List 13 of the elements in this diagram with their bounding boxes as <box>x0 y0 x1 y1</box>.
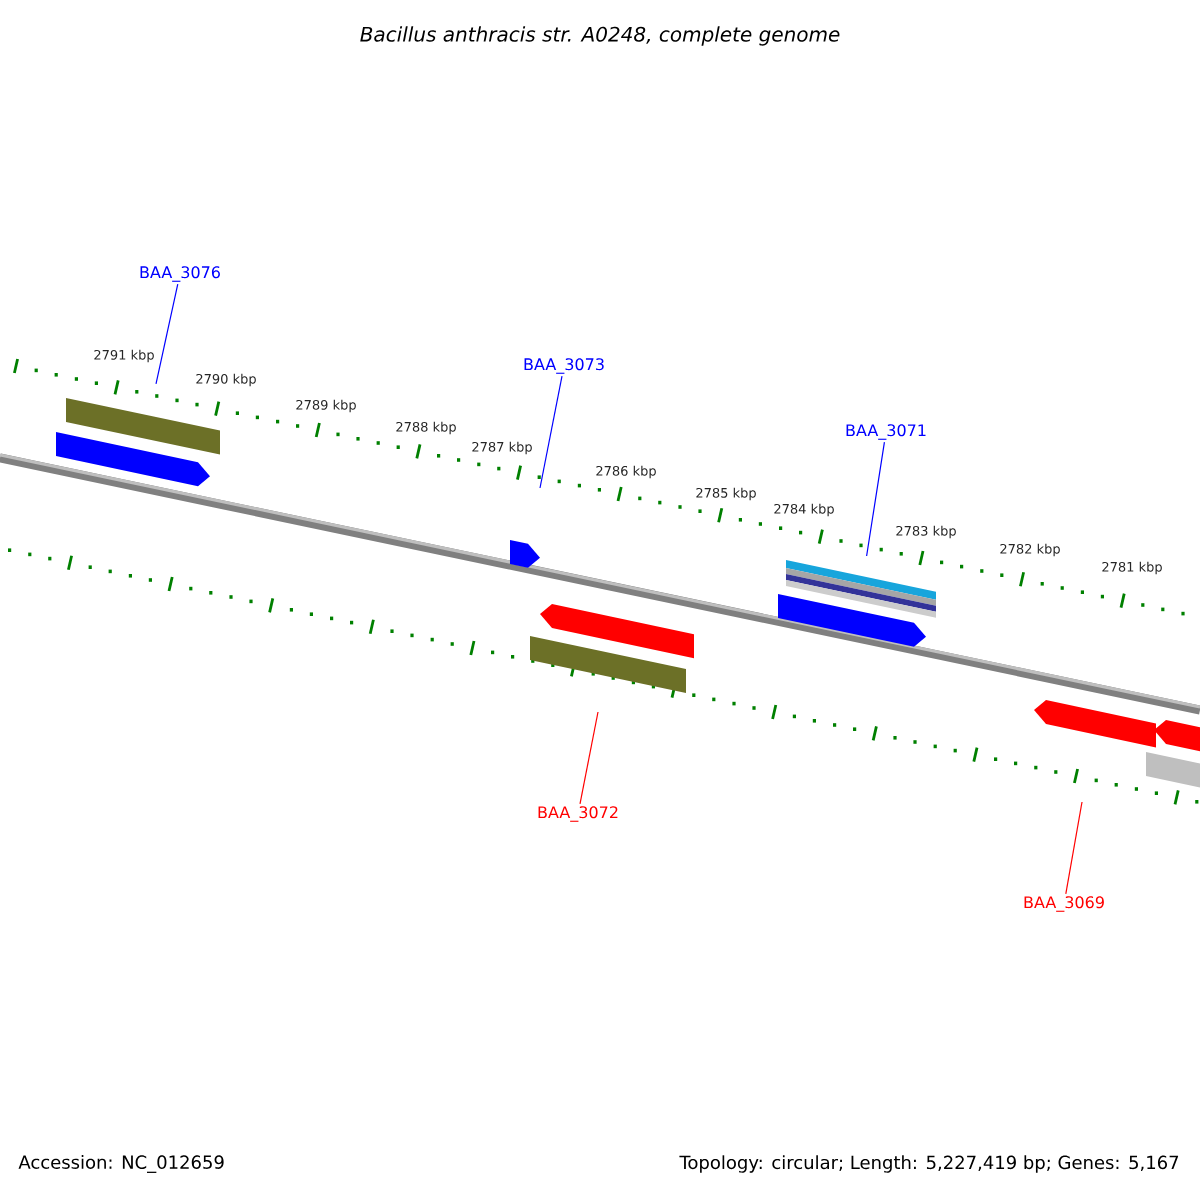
leader-line <box>155 283 179 385</box>
gene-label: BAA_3071 <box>846 424 926 440</box>
leader-line <box>579 711 599 805</box>
gene-label: BAA_3072 <box>538 806 618 822</box>
leader-line <box>1065 801 1083 895</box>
gene-label: BAA_3073 <box>524 358 604 374</box>
gene-label: BAA_3069 <box>1024 896 1104 912</box>
accession-label: Accession: NC_012659 <box>18 1155 224 1173</box>
leader-line <box>539 375 563 489</box>
gene-label: BAA_3076 <box>140 266 220 282</box>
genome-info-label: Topology: circular; Length: 5,227,419 bp; Genes: 5,167 <box>679 1155 1179 1173</box>
title: Bacillus anthracis str. A0248, complete genome <box>360 26 840 46</box>
leader-line <box>866 441 885 557</box>
